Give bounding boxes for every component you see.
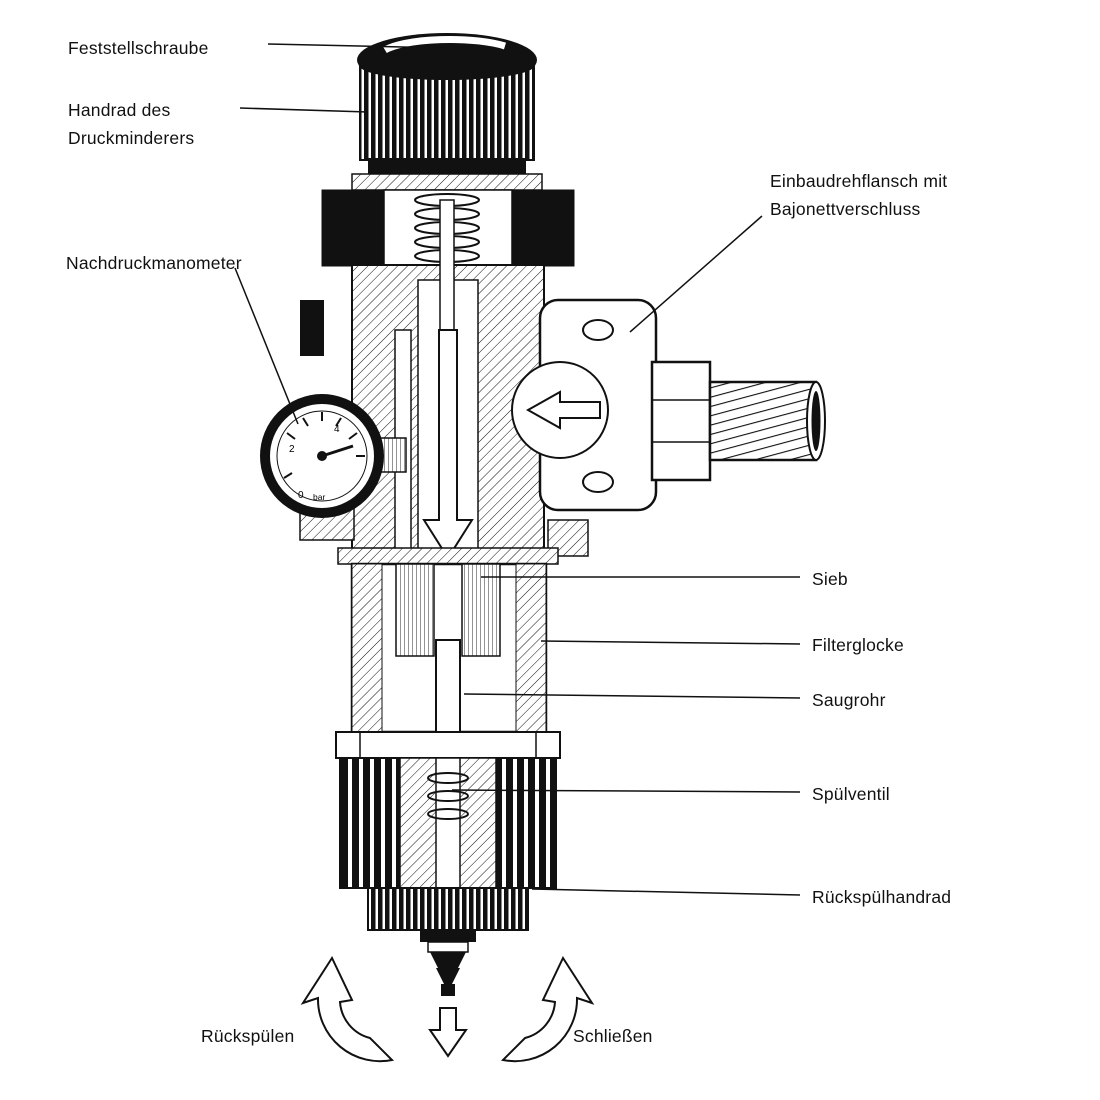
pressure-gauge: 4 2 0 bar bbox=[260, 394, 407, 518]
leader-nachdruckmanometer bbox=[234, 267, 299, 425]
leader-einbaudrehflansch bbox=[629, 215, 763, 333]
leader-rueckspuelhandrad bbox=[531, 888, 801, 896]
leader-feststellschraube bbox=[267, 43, 448, 49]
gauge-ticks bbox=[283, 412, 365, 479]
drain-arrow bbox=[428, 1007, 468, 1058]
leader-filterglocke bbox=[540, 640, 801, 645]
sieve bbox=[461, 563, 501, 657]
mounting-flange bbox=[511, 298, 826, 557]
leader-spuelventil bbox=[451, 789, 801, 793]
label-handrad: Handrad des Druckminderers bbox=[68, 100, 195, 148]
label-schliessen: Schließen bbox=[573, 1026, 653, 1046]
leader-lines bbox=[234, 43, 801, 896]
inflow-arrow bbox=[525, 390, 601, 430]
leader-handrad bbox=[239, 107, 369, 113]
curved-arrow-backflush bbox=[300, 955, 395, 1063]
leader-saugrohr bbox=[463, 693, 801, 699]
downflow-arrow bbox=[422, 329, 474, 560]
label-filterglocke: Filterglocke bbox=[812, 635, 904, 655]
backflush-handwheel bbox=[339, 757, 557, 931]
label-rueckspuelhandrad: Rückspülhandrad bbox=[812, 887, 952, 907]
label-einbaudrehflansch: Einbaudrehflansch mit Bajonettverschluss bbox=[770, 171, 948, 219]
label-spuelventil: Spülventil bbox=[812, 784, 890, 804]
label-saugrohr: Saugrohr bbox=[812, 690, 886, 710]
flush-valve bbox=[435, 757, 461, 889]
gauge-tick-0: 0 bbox=[298, 490, 304, 501]
gauge-unit: bar bbox=[313, 492, 325, 502]
label-sieb: Sieb bbox=[812, 569, 848, 589]
label-nachdruckmanometer: Nachdruckmanometer bbox=[66, 253, 242, 273]
gauge-needle bbox=[321, 444, 354, 458]
gauge-tick-2: 2 bbox=[289, 444, 295, 455]
drain-outlet bbox=[420, 930, 476, 1058]
label-feststellschraube: Feststellschraube bbox=[68, 38, 209, 58]
label-rueckspuelen: Rückspülen bbox=[201, 1026, 295, 1046]
filter-section bbox=[335, 547, 561, 759]
gauge-tick-4: 4 bbox=[334, 424, 340, 435]
reducer-handwheel bbox=[359, 52, 535, 174]
curved-arrow-close bbox=[500, 955, 595, 1063]
